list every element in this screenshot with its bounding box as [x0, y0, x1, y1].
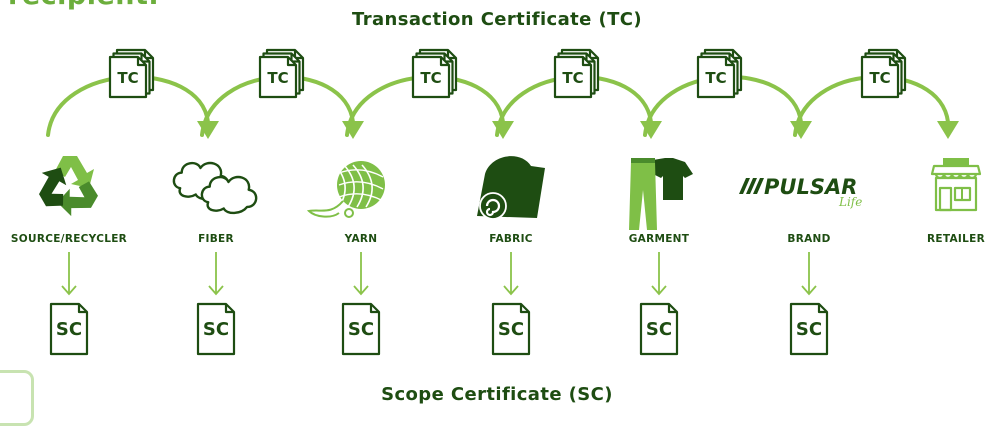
sc-document-icon: SC — [639, 302, 679, 356]
tc-arrowhead — [492, 121, 514, 139]
fabric-roll-icon — [477, 156, 545, 220]
cotton-cloud-icon — [172, 161, 258, 215]
tc-document-icon: TC — [258, 48, 305, 99]
tc-document-icon: TC — [553, 48, 600, 99]
sc-document-icon: SC — [789, 302, 829, 356]
stage-label-fiber: FIBER — [198, 233, 234, 245]
sc-down-arrowhead — [208, 285, 224, 296]
tc-arrowhead — [640, 121, 662, 139]
stage-label-brand: BRAND — [787, 233, 831, 245]
tc-arrowhead — [197, 121, 219, 139]
sc-document-icon: SC — [341, 302, 381, 356]
transaction-certificate-title: Transaction Certificate (TC) — [352, 9, 642, 30]
sc-document-icon-label: SC — [796, 319, 822, 340]
scope-certificate-title: Scope Certificate (SC) — [381, 384, 613, 405]
tc-document-icon-label: TC — [267, 69, 288, 87]
sc-down-arrowhead — [503, 285, 519, 296]
stage-label-source: SOURCE/RECYCLER — [10, 233, 128, 245]
partial-heading: recipient. — [8, 0, 159, 11]
stage-label-retailer: RETAILER — [927, 233, 985, 245]
sc-down-arrowhead — [651, 285, 667, 296]
recycle-icon — [39, 156, 98, 217]
tc-document-icon-label: TC — [117, 69, 138, 87]
tc-arrowhead — [342, 121, 364, 139]
tc-document-icon-label: TC — [420, 69, 441, 87]
stage-label-garment: GARMENT — [628, 233, 690, 245]
pulsar-logo-tagline: Life — [838, 195, 862, 209]
tc-document-icon: TC — [696, 48, 743, 99]
tc-arrowhead — [937, 121, 959, 139]
garment-icon — [629, 158, 693, 230]
tc-document-icon: TC — [108, 48, 155, 99]
sc-document-icon-label: SC — [203, 319, 229, 340]
sc-down-arrowhead — [61, 285, 77, 296]
tc-document-icon-label: TC — [869, 69, 890, 87]
sc-document-icon-label: SC — [498, 319, 524, 340]
tc-document-icon-label: TC — [705, 69, 726, 87]
stage-label-fabric: FABRIC — [489, 233, 533, 245]
yarn-ball-icon — [306, 161, 385, 218]
sc-document-icon-label: SC — [348, 319, 374, 340]
tc-document-icon: TC — [411, 48, 458, 99]
sc-document-icon-label: SC — [56, 319, 82, 340]
sc-document-icon: SC — [49, 302, 89, 356]
sc-down-arrowhead — [353, 285, 369, 296]
tc-document-icon-label: TC — [562, 69, 583, 87]
sc-document-icon-label: SC — [646, 319, 672, 340]
tc-document-icon: TC — [860, 48, 907, 99]
sc-document-icon: SC — [196, 302, 236, 356]
stage-label-yarn: YARN — [344, 233, 378, 245]
pulsar-logo-name: PULSAR — [764, 175, 857, 199]
store-icon — [930, 158, 982, 212]
tc-arrowhead — [790, 121, 812, 139]
sc-document-icon: SC — [491, 302, 531, 356]
corner-decoration — [0, 370, 34, 426]
sc-down-arrowhead — [801, 285, 817, 296]
